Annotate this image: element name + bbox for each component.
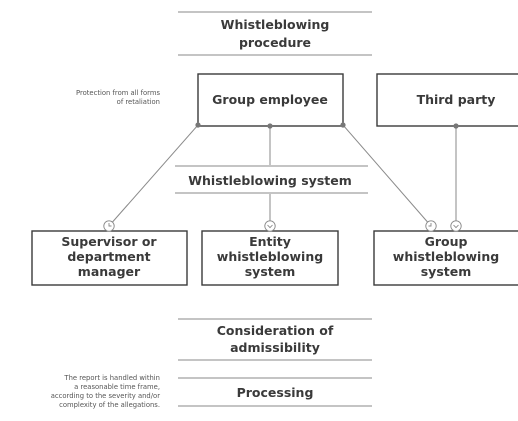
- chevron-down-icon: [264, 220, 276, 232]
- supervisor-label-line-1: Supervisor or: [61, 234, 157, 249]
- entity-system-label-line-1: Entity: [249, 234, 291, 249]
- timeframe-note-line-3: according to the severity and/or: [51, 392, 160, 400]
- group-system-frame: [373, 230, 518, 286]
- entity-system-label-line-2: whistleblowing: [217, 249, 323, 264]
- clock-icon: [103, 220, 115, 232]
- entity-system-box: Entity whistleblowing system: [201, 230, 339, 286]
- supervisor-label-line-3: manager: [78, 264, 141, 279]
- timeframe-note-line-2: a reasonable time frame,: [74, 383, 160, 391]
- junction-dots: [195, 122, 459, 129]
- group-system-box: Group whistleblowing system: [373, 230, 518, 286]
- processing-band: Processing: [178, 377, 372, 407]
- entity-system-label-line-3: system: [245, 264, 296, 279]
- connectors: [108, 124, 457, 227]
- connector-employee-supervisor: [108, 124, 199, 227]
- admissibility-label-line-2: admissibility: [230, 340, 320, 355]
- connector-employee-group: [342, 124, 432, 227]
- timeframe-note-line-1: The report is handled within: [63, 374, 160, 382]
- group-system-label-line-2: whistleblowing: [393, 249, 499, 264]
- header-band: Whistleblowing procedure: [178, 11, 372, 56]
- admissibility-label-line-1: Consideration of: [217, 323, 334, 338]
- header-title-line-2: procedure: [239, 35, 311, 50]
- protection-note-line-2: of retaliation: [117, 98, 160, 106]
- timeframe-note: The report is handled within a reasonabl…: [51, 374, 160, 409]
- third-party-label: Third party: [417, 92, 496, 107]
- third-party-frame: [376, 73, 518, 127]
- protection-note: Protection from all forms of retaliation: [76, 89, 160, 106]
- chevron-down-icon: [450, 220, 462, 232]
- supervisor-label-line-2: department: [67, 249, 150, 264]
- dot-employee-bottom: [267, 123, 273, 129]
- dot-employee-right: [340, 122, 346, 128]
- entity-system-frame: [201, 230, 339, 286]
- group-employee-frame: [197, 73, 344, 127]
- group-system-label-line-3: system: [421, 264, 472, 279]
- group-system-label-line-1: Group: [425, 234, 468, 249]
- system-band: Whistleblowing system: [175, 165, 368, 194]
- group-employee-label: Group employee: [212, 92, 328, 107]
- supervisor-frame: [31, 230, 188, 286]
- header-title-line-1: Whistleblowing: [221, 17, 330, 32]
- clock-icon: [425, 220, 437, 232]
- dot-thirdparty-bottom: [453, 123, 459, 129]
- dot-employee-left: [195, 122, 201, 128]
- timeframe-note-line-4: complexity of the allegations.: [59, 401, 160, 409]
- admissibility-band: Consideration of admissibility: [178, 318, 372, 361]
- group-employee-box: Group employee: [197, 73, 344, 127]
- system-label: Whistleblowing system: [188, 173, 352, 188]
- protection-note-line-1: Protection from all forms: [76, 89, 160, 97]
- supervisor-box: Supervisor or department manager: [31, 230, 188, 286]
- processing-label: Processing: [237, 385, 314, 400]
- third-party-box: Third party: [376, 73, 518, 127]
